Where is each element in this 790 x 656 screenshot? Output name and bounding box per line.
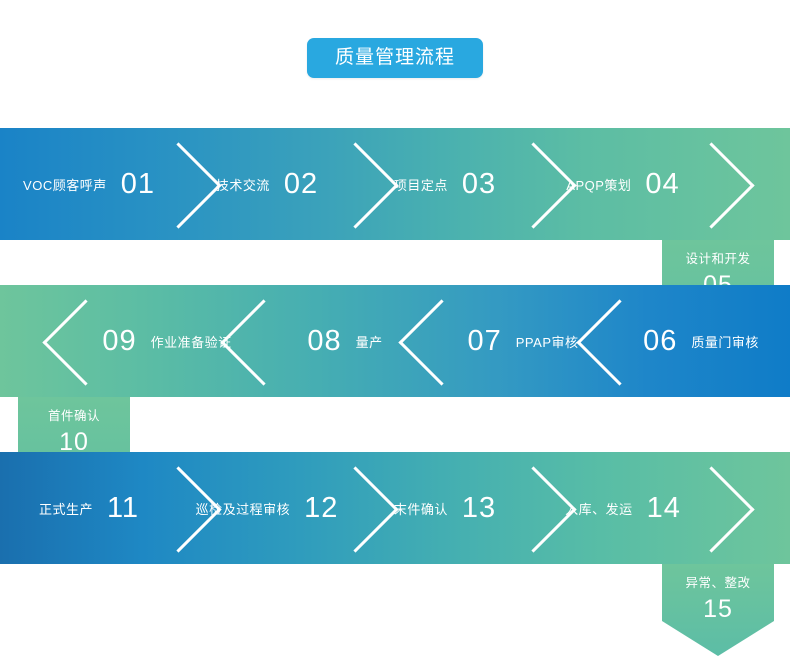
step-number: 06 bbox=[643, 324, 678, 357]
process-row-2: 09 作业准备验证 08 量产 07 PPAP审核 06 质量门审核 bbox=[0, 285, 790, 397]
step-label: 正式生产 bbox=[38, 501, 93, 517]
step-number: 13 bbox=[461, 491, 497, 524]
connector-label: 首件确认 bbox=[47, 409, 100, 423]
process-step-03[interactable]: 项目定点 03 bbox=[356, 128, 534, 240]
step-number: 12 bbox=[304, 491, 339, 524]
step-number: 07 bbox=[467, 324, 502, 357]
process-step-04[interactable]: APQP策划 04 bbox=[534, 128, 712, 240]
step-number: 04 bbox=[645, 167, 680, 200]
step-number: 01 bbox=[120, 167, 155, 200]
process-step-02[interactable]: 技术交流 02 bbox=[178, 128, 356, 240]
connector-number: 10 bbox=[59, 428, 89, 456]
step-label: 巡检及过程审核 bbox=[195, 501, 291, 517]
step-label: 技术交流 bbox=[215, 177, 270, 193]
step-label: 项目定点 bbox=[393, 177, 448, 193]
process-step-06[interactable]: 06 质量门审核 bbox=[612, 285, 790, 397]
step-label: 质量门审核 bbox=[691, 334, 759, 350]
connector-label: 异常、整改 bbox=[685, 576, 751, 590]
process-step-08[interactable]: 08 量产 bbox=[256, 285, 434, 397]
page-title: 质量管理流程 bbox=[306, 38, 483, 78]
connector-number: 15 bbox=[703, 595, 733, 623]
step-label: APQP策划 bbox=[566, 177, 632, 193]
step-number: 09 bbox=[102, 324, 137, 357]
process-step-13[interactable]: 末件确认 13 bbox=[356, 452, 534, 564]
process-step-12[interactable]: 巡检及过程审核 12 bbox=[178, 452, 356, 564]
step-number: 03 bbox=[461, 167, 497, 200]
connector-15[interactable]: 异常、整改 15 bbox=[662, 564, 774, 656]
step-label: VOC顾客呼声 bbox=[23, 177, 107, 193]
step-label: PPAP审核 bbox=[515, 334, 579, 350]
connector-label: 设计和开发 bbox=[685, 252, 751, 266]
process-row-3: 正式生产 11 巡检及过程审核 12 末件确认 13 入库、发运 14 bbox=[0, 452, 790, 564]
process-step-11[interactable]: 正式生产 11 bbox=[0, 452, 178, 564]
process-step-14[interactable]: 入库、发运 14 bbox=[534, 452, 712, 564]
process-row-1: VOC顾客呼声 01 技术交流 02 项目定点 03 APQP策划 04 bbox=[0, 128, 790, 240]
process-step-07[interactable]: 07 PPAP审核 bbox=[434, 285, 612, 397]
process-step-01[interactable]: VOC顾客呼声 01 bbox=[0, 128, 178, 240]
process-step-09[interactable]: 09 作业准备验证 bbox=[78, 285, 256, 397]
step-number: 02 bbox=[283, 167, 319, 200]
page-title-wrapper: 质量管理流程 bbox=[0, 38, 790, 78]
step-label: 末件确认 bbox=[393, 501, 448, 517]
step-label: 量产 bbox=[355, 334, 383, 350]
step-label: 入库、发运 bbox=[565, 501, 633, 517]
step-number: 11 bbox=[106, 491, 140, 524]
step-number: 08 bbox=[307, 324, 342, 357]
step-number: 14 bbox=[646, 491, 681, 524]
step-label: 作业准备验证 bbox=[150, 334, 232, 350]
